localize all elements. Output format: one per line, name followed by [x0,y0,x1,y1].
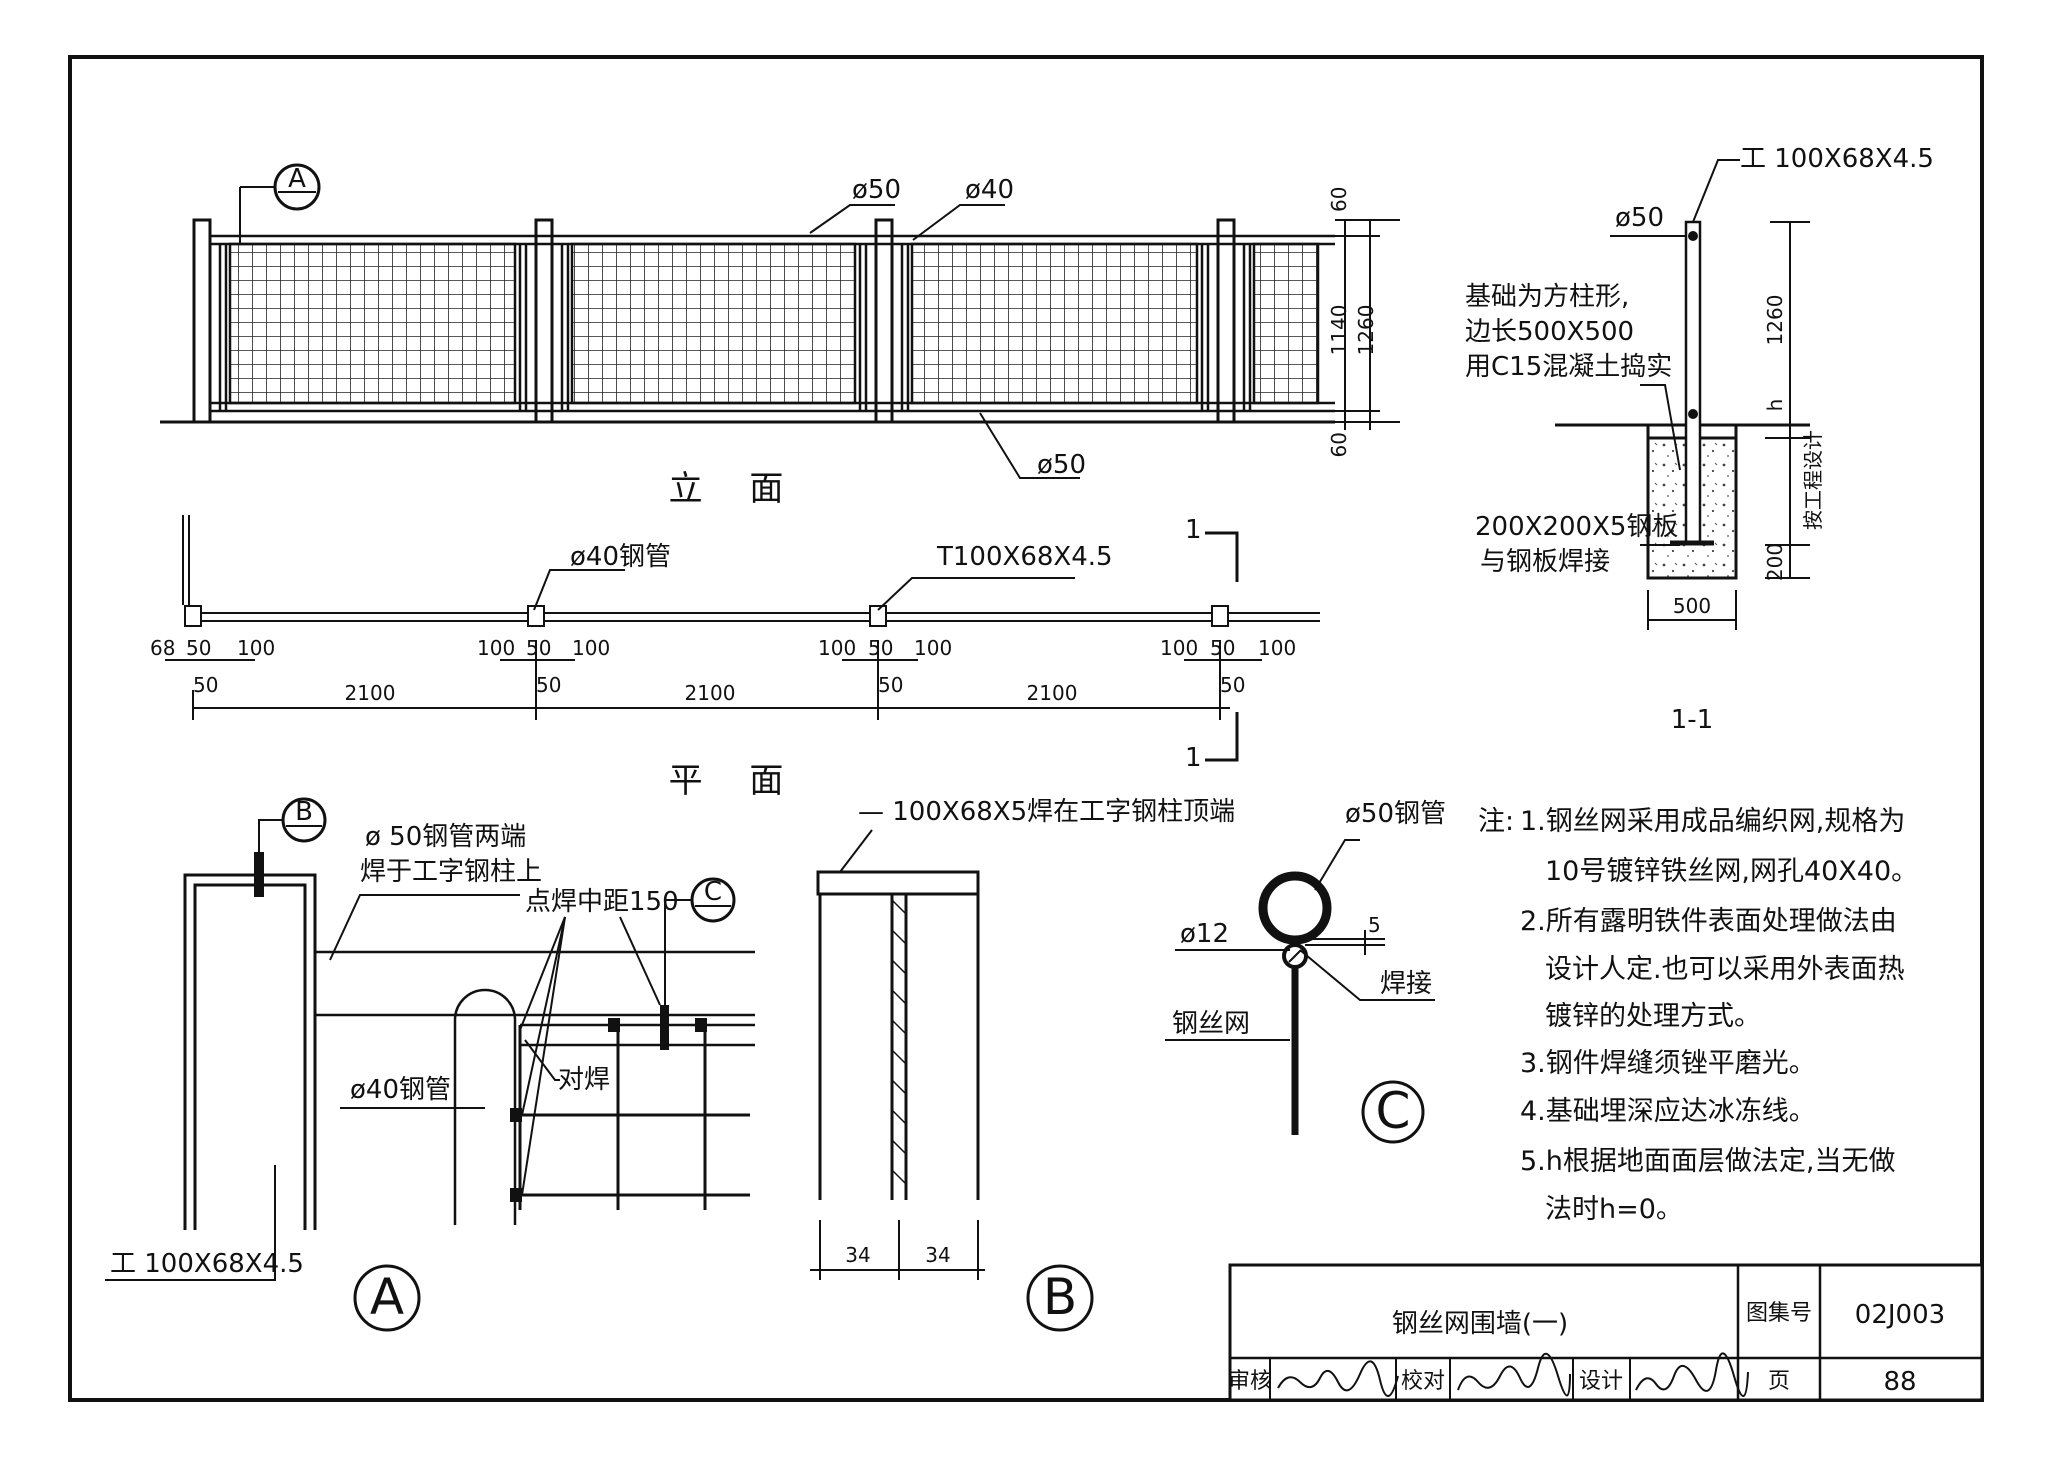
plan-dim-100-f: 100 [1160,636,1198,660]
dim-1140: 1140 [1327,305,1351,356]
plan-pipe-label: ø40钢管 [570,542,671,572]
plan-dim-68: 68 [150,636,175,660]
section-title: 1-1 [1671,705,1713,735]
section-mark-top: 1 [1185,515,1202,545]
butt-weld-label: 对焊 [558,1065,610,1095]
plan-dim-50-e: 50 [193,673,218,697]
spot-weld-label: 点焊中距150 [525,887,679,917]
plan-dim-50-g: 50 [878,673,903,697]
notes-block: 注: 1.钢丝网采用成品编织网,规格为 10号镀锌铁丝网,网孔40X40。 2.… [1478,806,1918,1225]
section-dim-500: 500 [1673,594,1711,618]
top-rail-label: ø50 [852,175,901,205]
section-rail-label: ø50 [1615,203,1664,233]
callout-c-marker: C [704,877,722,907]
section-dim-1260: 1260 [1763,295,1787,346]
note-line-1: 1.钢丝网采用成品编织网,规格为 [1520,806,1905,837]
sheet-border [68,55,1984,1402]
section-dim-design: 按工程设计 [1801,430,1825,530]
note-line-2: 10号镀锌铁丝网,网孔40X40。 [1545,856,1918,887]
plan-dim-100-d: 100 [818,636,856,660]
atlas-label: 图集号 [1746,1301,1812,1326]
plan-dim-50-b: 50 [526,636,551,660]
foundation-note-2: 边长500X500 [1465,317,1634,347]
plan-dim-50-h: 50 [1220,673,1245,697]
detail-c-mesh: 钢丝网 [1172,1009,1250,1039]
detail-b-view: — 100X68X5焊在工字钢柱顶端 34 34 B [810,797,1235,1332]
detail-a-label: A [370,1268,404,1326]
note-line-6: 3.钢件焊缝须锉平磨光。 [1520,1048,1816,1079]
title-block: 钢丝网围墙(一) 图集号 02J003 审核 校对 设计 页 88 [1228,1263,1984,1402]
notes-heading: 注: [1478,806,1514,837]
plan-title: 平 面 [669,761,802,801]
note-line-7: 4.基础埋深应达冰冻线。 [1520,1096,1816,1127]
section-dim-200: 200 [1763,543,1787,581]
check-label: 校对 [1401,1369,1445,1394]
page-number: 88 [1883,1367,1916,1397]
plan-dim-100-e: 100 [914,636,952,660]
dim-60-bottom: 60 [1327,432,1351,457]
detail-c-gap: 5 [1368,913,1381,937]
dim-1260: 1260 [1354,305,1378,356]
section-dim-h: h [1763,399,1787,412]
detail-b-dim-left: 34 [845,1243,870,1267]
callout-b-marker: B [295,797,313,827]
plan-dim-100-b: 100 [477,636,515,660]
plan-dim-100-a: 100 [237,636,275,660]
note-line-3: 2.所有露明铁件表面处理做法由 [1520,906,1897,937]
foundation-note-3: 用C15混凝土捣实 [1465,352,1672,382]
plan-dim-bay-3: 2100 [1027,681,1078,705]
note-line-8: 5.h根据地面面层做法定,当无做 [1520,1146,1895,1177]
detail-a-pipe-note-2: 焊于工字钢柱上 [360,857,542,887]
plan-dim-50-a: 50 [186,636,211,660]
elevation-view: A ø50 ø40 ø50 60 1140 1260 60 立 面 [160,163,1400,509]
plan-post-label: T100X68X4.5 [936,542,1113,572]
section-mark-bottom: 1 [1185,743,1202,773]
plan-dim-50-c: 50 [868,636,893,660]
elevation-title: 立 面 [669,469,802,509]
foundation-note-1: 基础为方柱形, [1465,282,1629,312]
plan-dim-100-g: 100 [1258,636,1296,660]
plan-dim-100-c: 100 [572,636,610,660]
plate-note-1: 200X200X5钢板 [1475,512,1678,542]
section-post-spec: 工 100X68X4.5 [1740,144,1934,174]
checker-signature [1457,1353,1571,1397]
plan-dim-50-d: 50 [1210,636,1235,660]
detail-a-pipe-note-1: ø 50钢管两端 [365,822,526,852]
post-pipe-label: ø40 [965,175,1014,205]
detail-b-plate-note: — 100X68X5焊在工字钢柱顶端 [858,797,1235,827]
detail-c-bar: ø12 [1180,919,1229,949]
note-line-9: 法时h=0。 [1545,1194,1683,1225]
bottom-rail-label: ø50 [1037,450,1086,480]
detail-c-weld: 焊接 [1380,969,1432,999]
callout-a-marker: A [288,164,306,194]
detail-a-pipe40: ø40钢管 [350,1075,451,1105]
note-line-4: 设计人定.也可以采用外表面热 [1545,954,1905,985]
detail-c-label: C [1376,1082,1411,1140]
detail-b-label: B [1043,1268,1077,1326]
dim-60-top: 60 [1327,187,1351,212]
drawing-title: 钢丝网围墙(一) [1392,1309,1568,1339]
plan-dim-bay-1: 2100 [345,681,396,705]
plan-dim-bay-2: 2100 [685,681,736,705]
designer-signature [1635,1352,1749,1397]
review-label: 审核 [1228,1369,1272,1394]
plan-dim-50-f: 50 [536,673,561,697]
design-label: 设计 [1579,1369,1623,1394]
note-line-5: 镀锌的处理方式。 [1545,1001,1761,1032]
detail-c-view: ø50钢管 ø12 钢丝网 焊接 5 C [1165,799,1446,1144]
plan-view: ø40钢管 T100X68X4.5 1 1 68 50 100 100 50 1… [150,515,1320,801]
reviewer-signature [1277,1360,1399,1397]
atlas-code: 02J003 [1855,1300,1945,1330]
detail-b-dim-right: 34 [925,1243,950,1267]
detail-a-post: 工 100X68X4.5 [110,1249,304,1279]
page-label: 页 [1768,1369,1790,1394]
section-1-1-view: 工 100X68X4.5 ø50 基础为方柱形, 边长500X500 用C15混… [1465,144,1934,735]
detail-a-view: B ø 50钢管两端 焊于工字钢柱上 点焊中距150 [105,797,755,1332]
detail-c-pipe: ø50钢管 [1345,799,1446,829]
plate-note-2: 与钢板焊接 [1480,547,1610,577]
